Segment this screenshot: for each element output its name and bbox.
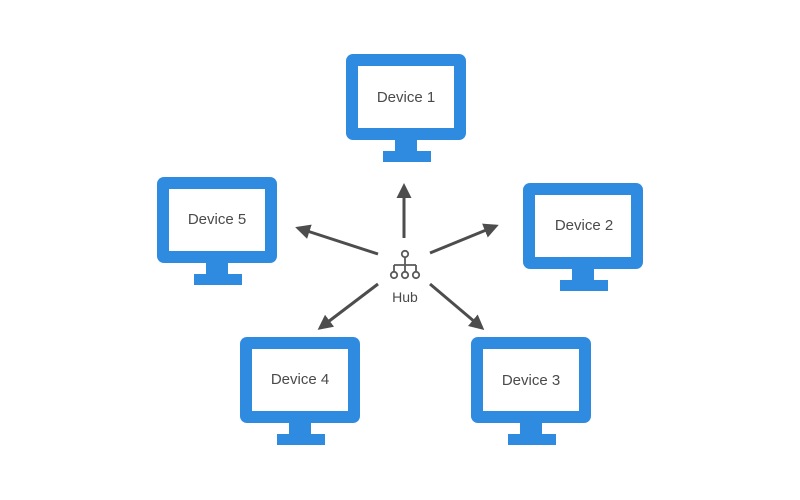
device-5-label: Device 5 [188, 211, 246, 228]
device-4-label: Device 4 [271, 371, 329, 388]
hub-node: Hub [389, 249, 421, 305]
network-hierarchy-icon [389, 249, 421, 280]
device-1-label: Device 1 [377, 89, 435, 106]
connection-arrows [295, 183, 499, 330]
device-3-monitor-icon: Device 3 [471, 337, 591, 445]
arrow-to-device-4 [317, 282, 379, 330]
arrow-to-device-3 [429, 282, 485, 330]
hub-label: Hub [392, 289, 418, 305]
device-3-label: Device 3 [502, 372, 560, 389]
device-5-monitor-icon: Device 5 [157, 177, 277, 285]
arrow-to-device-2 [429, 223, 499, 255]
device-1-monitor-icon: Device 1 [346, 54, 466, 162]
arrow-to-device-5 [295, 224, 379, 256]
device-2-monitor-icon: Device 2 [523, 183, 643, 291]
device-2-label: Device 2 [555, 217, 613, 234]
device-4-monitor-icon: Device 4 [240, 337, 360, 445]
